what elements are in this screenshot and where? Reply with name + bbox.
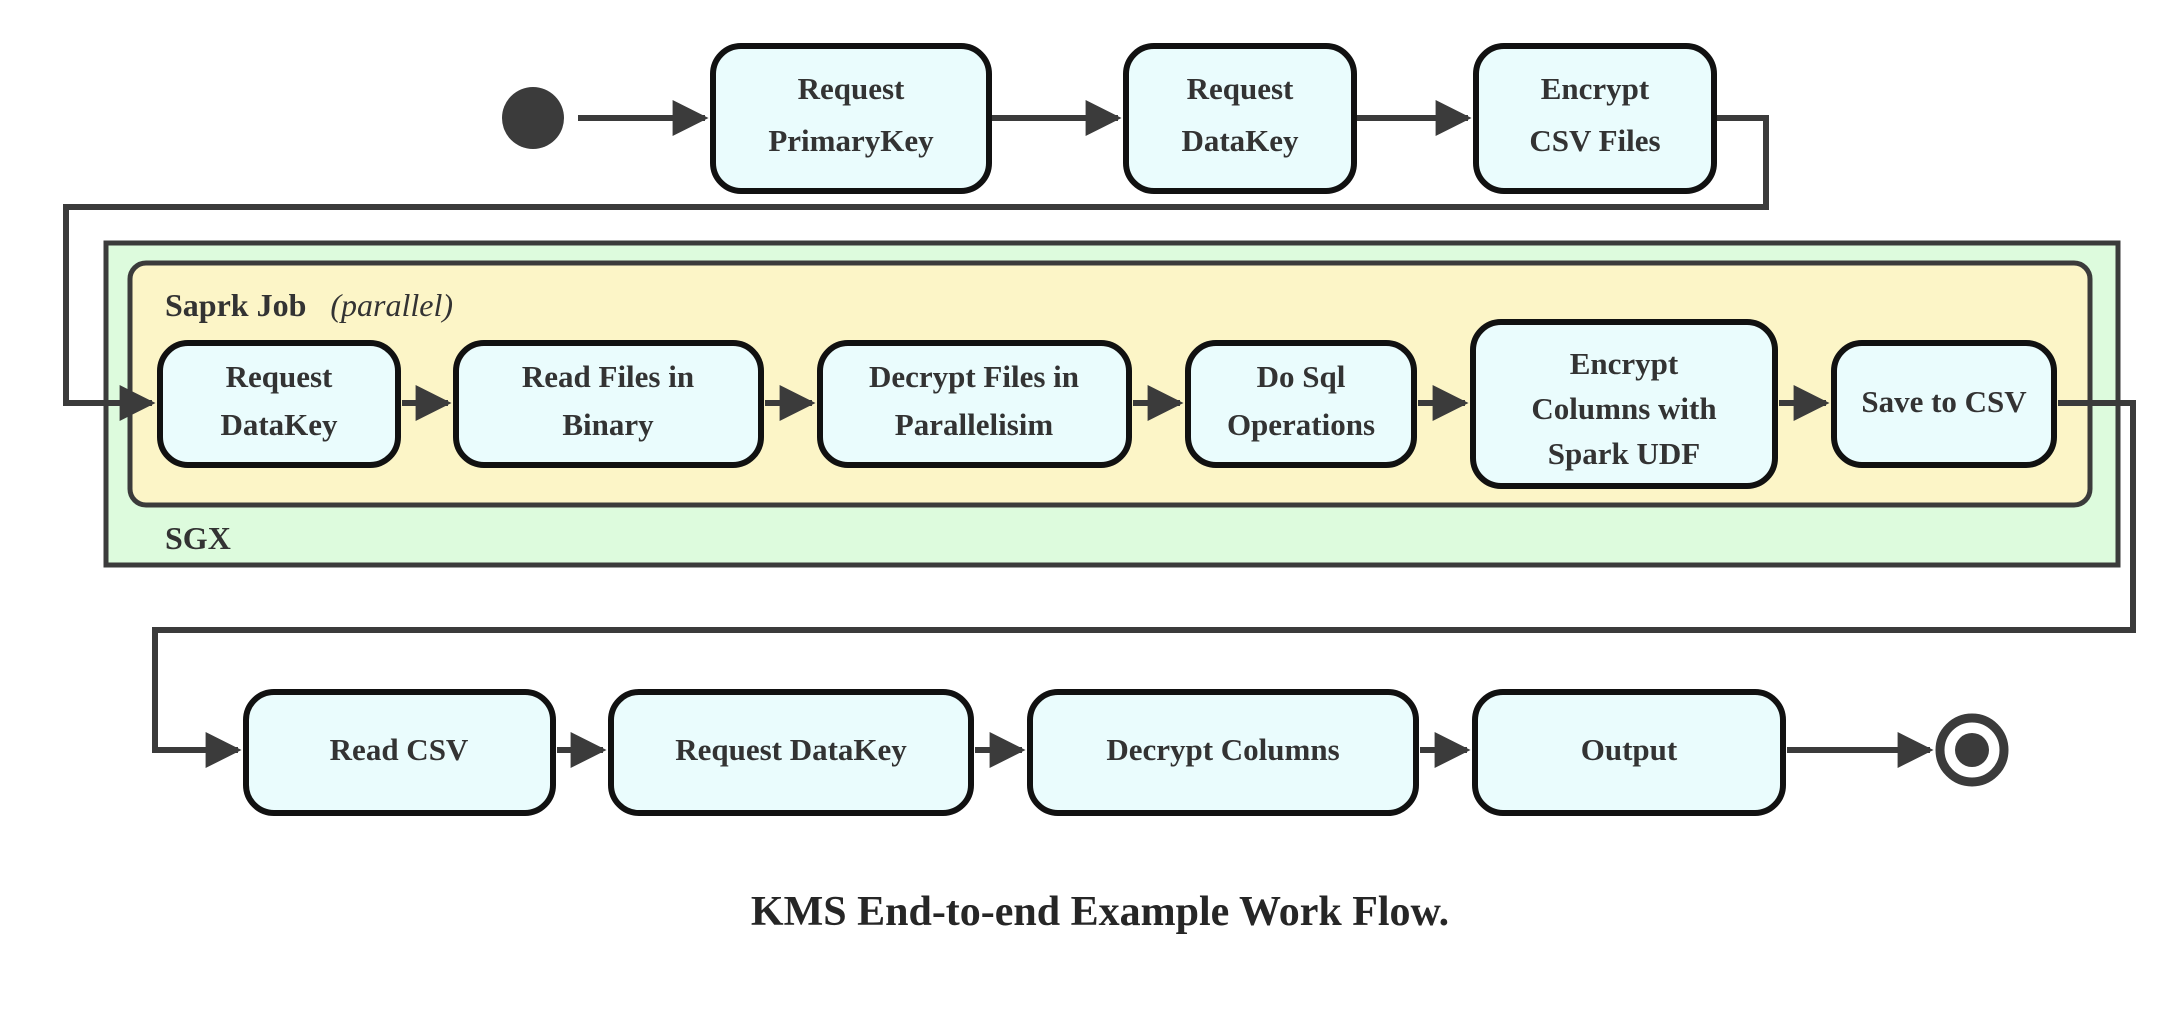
node-request-datakey-bottom[interactable]: Request DataKey [608, 689, 974, 816]
node-request-primarykey-line-1: Request [798, 71, 905, 106]
node-decrypt-files-in-parallelisim[interactable]: Decrypt Files in Parallelisim [817, 340, 1132, 468]
node-decrypt-files-line-2: Parallelisim [895, 407, 1054, 442]
node-save-to-csv-label: Save to CSV [1861, 384, 2027, 419]
node-request-datakey-spark-line-1: Request [226, 359, 333, 394]
sgx-group-label: SGX [165, 520, 231, 556]
end-node-dot-icon [1955, 733, 1989, 767]
node-do-sql-operations-line-2: Operations [1227, 407, 1375, 442]
node-request-datakey-top[interactable]: Request DataKey [1123, 43, 1357, 194]
node-encrypt-columns-line-1: Encrypt [1570, 346, 1679, 381]
node-request-datakey-top-line-2: DataKey [1181, 123, 1299, 158]
node-request-datakey-spark[interactable]: Request DataKey [157, 340, 401, 468]
node-request-datakey-top-line-1: Request [1187, 71, 1294, 106]
node-request-datakey-bottom-label: Request DataKey [675, 732, 907, 767]
node-request-primarykey-line-2: PrimaryKey [768, 123, 934, 158]
node-read-csv[interactable]: Read CSV [243, 689, 556, 816]
node-do-sql-operations-line-1: Do Sql [1257, 359, 1346, 394]
node-output-label: Output [1581, 732, 1678, 767]
spark-job-label-bold: Saprk Job [165, 287, 306, 323]
node-encrypt-columns-line-2: Columns with [1531, 391, 1716, 426]
node-save-to-csv[interactable]: Save to CSV [1831, 340, 2057, 468]
node-output[interactable]: Output [1472, 689, 1786, 816]
node-read-csv-label: Read CSV [330, 732, 469, 767]
node-decrypt-columns[interactable]: Decrypt Columns [1027, 689, 1419, 816]
node-encrypt-csv-files[interactable]: Encrypt CSV Files [1473, 43, 1717, 194]
spark-job-label-italic: (parallel) [330, 287, 453, 323]
node-encrypt-columns-line-3: Spark UDF [1548, 436, 1700, 471]
start-node-icon [502, 87, 564, 149]
node-request-primarykey[interactable]: Request PrimaryKey [710, 43, 992, 194]
figure-caption: KMS End-to-end Example Work Flow. [751, 889, 1449, 935]
node-do-sql-operations[interactable]: Do Sql Operations [1185, 340, 1417, 468]
node-read-files-in-binary-line-1: Read Files in [522, 359, 694, 394]
node-decrypt-files-line-1: Decrypt Files in [869, 359, 1079, 394]
node-read-files-in-binary-line-2: Binary [562, 407, 654, 442]
node-request-datakey-spark-line-2: DataKey [220, 407, 338, 442]
node-encrypt-columns-with-spark-udf[interactable]: Encrypt Columns with Spark UDF [1470, 319, 1778, 489]
spark-job-group-label: Saprk Job (parallel) [165, 287, 453, 323]
edge-save-csv-to-read-csv [152, 400, 2136, 768]
node-encrypt-csv-files-line-2: CSV Files [1529, 123, 1660, 158]
edge-encrypt-csv-to-spark-request-datakey [63, 115, 1769, 421]
node-encrypt-csv-files-line-1: Encrypt [1541, 71, 1650, 106]
node-decrypt-columns-label: Decrypt Columns [1106, 732, 1339, 767]
node-read-files-in-binary[interactable]: Read Files in Binary [453, 340, 764, 468]
